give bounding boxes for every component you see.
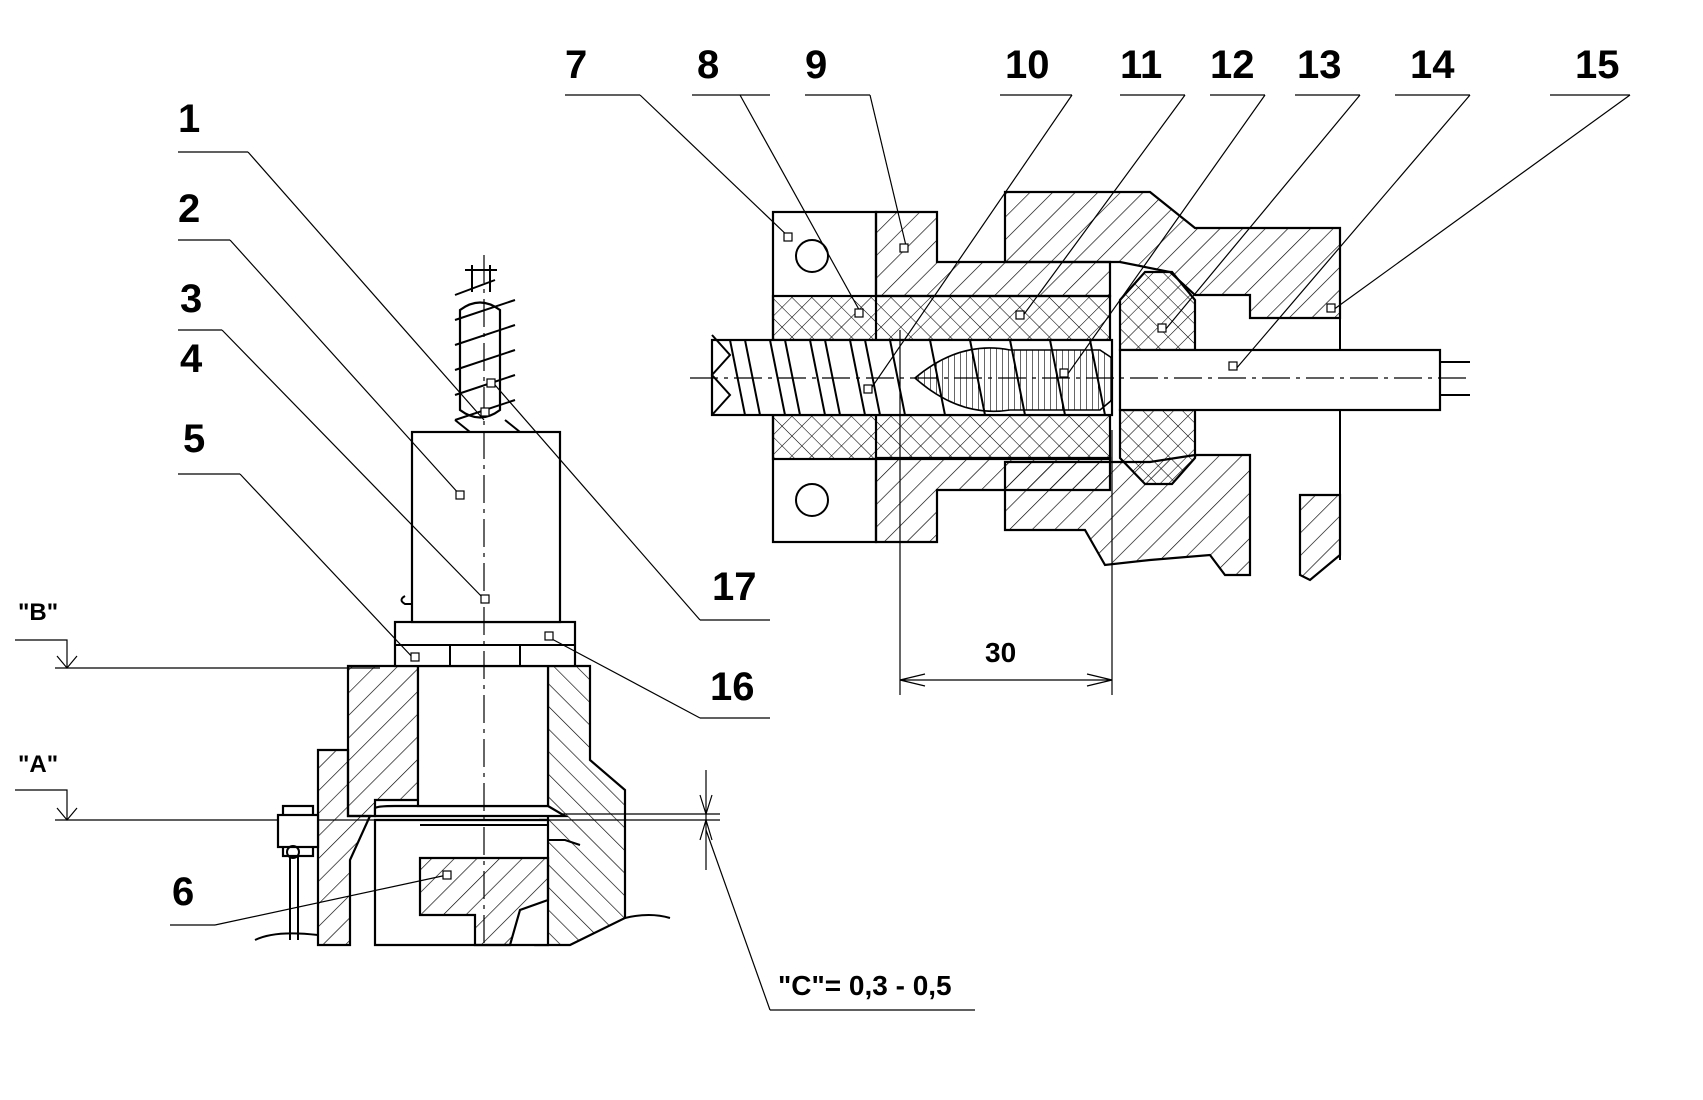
callout-13: 13 bbox=[1297, 43, 1342, 87]
dimension-30: 30 bbox=[985, 637, 1016, 668]
gap-note: "C"= 0,3 - 0,5 bbox=[778, 970, 952, 1001]
callout-8: 8 bbox=[697, 43, 719, 87]
plane-b-label: "B" bbox=[18, 599, 58, 626]
callout-4: 4 bbox=[180, 337, 203, 381]
callout-16: 16 bbox=[710, 665, 755, 709]
callout-7: 7 bbox=[565, 43, 587, 87]
callout-9: 9 bbox=[805, 43, 827, 87]
callout-10: 10 bbox=[1005, 43, 1050, 87]
callout-5: 5 bbox=[183, 417, 205, 461]
callout-6: 6 bbox=[172, 870, 194, 914]
plane-a-label: "A" bbox=[18, 751, 58, 778]
callout-14: 14 bbox=[1410, 43, 1455, 87]
left-assembly bbox=[15, 151, 975, 1011]
callout-3: 3 bbox=[180, 277, 202, 321]
callout-15: 15 bbox=[1575, 43, 1620, 87]
callout-12: 12 bbox=[1210, 43, 1255, 87]
callout-17: 17 bbox=[712, 565, 757, 609]
callout-1: 1 bbox=[178, 97, 200, 141]
right-assembly bbox=[565, 94, 1631, 695]
callout-labels: 1 2 3 4 5 6 7 8 9 10 11 12 13 14 15 16 1… bbox=[18, 43, 1620, 1001]
callout-2: 2 bbox=[178, 187, 200, 231]
callout-11: 11 bbox=[1120, 43, 1162, 87]
